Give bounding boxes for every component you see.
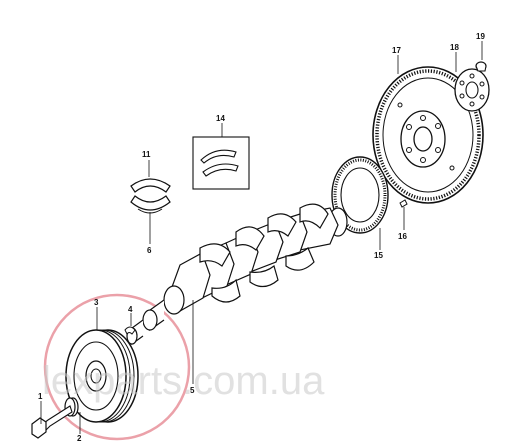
watermark-text: lexparts.com.ua	[42, 359, 325, 403]
damper-bolt	[31, 405, 73, 439]
callout-6: 6	[147, 246, 152, 255]
dowel-pin	[399, 199, 408, 208]
leader-lines	[40, 41, 483, 434]
crankshaft	[126, 203, 348, 346]
callout-1: 1	[38, 392, 43, 401]
callout-5: 5	[190, 386, 195, 395]
adaptor-plate	[454, 68, 490, 112]
flywheel	[372, 66, 484, 204]
callout-16: 16	[398, 232, 407, 241]
callout-14: 14	[216, 114, 225, 123]
callout-4: 4	[128, 305, 133, 314]
flywheel-bolt	[475, 61, 487, 72]
callout-19: 19	[476, 32, 485, 41]
callout-18: 18	[450, 43, 459, 52]
callout-11: 11	[142, 150, 151, 159]
main-bearing-shells	[130, 178, 171, 214]
callout-15: 15	[374, 251, 383, 260]
thrust-washer-set	[192, 136, 250, 190]
watermark-ring	[43, 293, 191, 441]
callout-2: 2	[77, 434, 82, 443]
crankshaft-damper	[65, 329, 139, 423]
callout-3: 3	[94, 298, 99, 307]
callout-17: 17	[392, 46, 401, 55]
woodruff-key	[124, 326, 136, 335]
